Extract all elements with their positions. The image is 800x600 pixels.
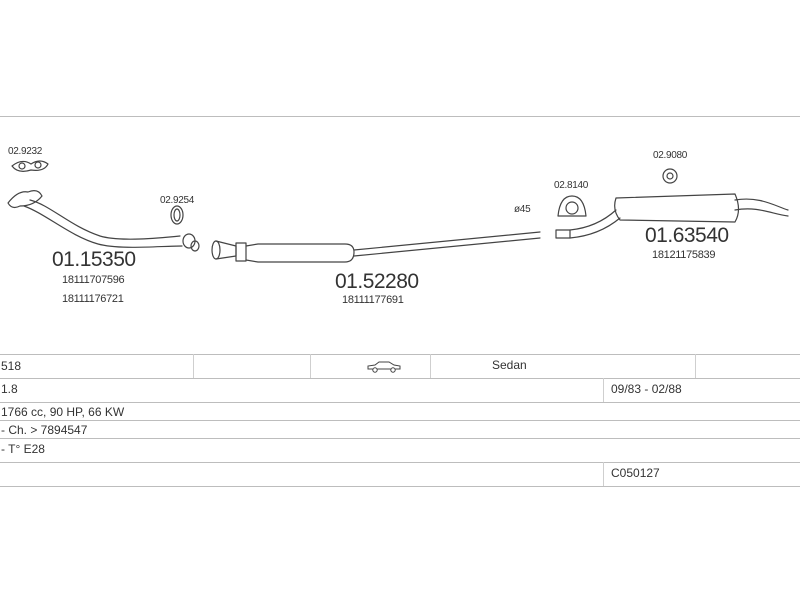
table-rule	[0, 438, 800, 439]
table-divider	[695, 354, 696, 378]
table-divider	[603, 378, 604, 402]
exhaust-drawing	[7, 160, 789, 263]
middle-muffler-part	[211, 231, 541, 263]
table-divider	[193, 354, 194, 378]
rear-muffler-number: 01.63540	[645, 224, 729, 247]
model-cell: 518	[1, 359, 22, 373]
code-cell: C050127	[611, 466, 660, 480]
table-divider	[603, 462, 604, 486]
front-pipe-oe-1: 18111707596	[62, 274, 125, 286]
rear-muffler-oe: 18121175839	[652, 249, 716, 261]
rear-clamp-part	[557, 195, 587, 217]
table-rule	[0, 486, 800, 487]
table-rule	[0, 354, 800, 355]
clamp-rear-label: 02.8140	[554, 180, 589, 191]
front-clamp-part	[11, 160, 49, 172]
middle-muffler-oe: 18111177691	[342, 294, 404, 306]
gasket-label: 02.9254	[160, 195, 195, 206]
clamp-front-label: 02.9232	[8, 146, 43, 157]
front-pipe-number: 01.15350	[52, 248, 136, 271]
pipe-diameter-label: ø45	[514, 204, 531, 215]
sedan-car-icon	[367, 361, 401, 373]
hanger-part	[662, 168, 678, 184]
table-rule	[0, 462, 800, 463]
years-cell: 09/83 - 02/88	[611, 382, 682, 396]
body-type-cell: Sedan	[492, 358, 527, 372]
table-rule	[0, 378, 800, 379]
table-divider	[430, 354, 431, 378]
table-rule	[0, 420, 800, 421]
type-cell: - T° E28	[1, 442, 45, 456]
chassis-cell: - Ch. > 7894547	[1, 423, 88, 437]
top-rule	[0, 116, 800, 117]
gasket-part	[170, 205, 184, 225]
hanger-label: 02.9080	[653, 150, 688, 161]
engine-cell: 1.8	[1, 382, 18, 396]
specs-cell: 1766 cc, 90 HP, 66 KW	[1, 405, 125, 419]
rear-muffler-part	[555, 193, 789, 239]
front-pipe-oe-2: 18111176721	[62, 293, 124, 305]
front-pipe-part	[7, 190, 200, 252]
table-rule	[0, 402, 800, 403]
middle-muffler-number: 01.52280	[335, 270, 419, 293]
table-divider	[310, 354, 311, 378]
